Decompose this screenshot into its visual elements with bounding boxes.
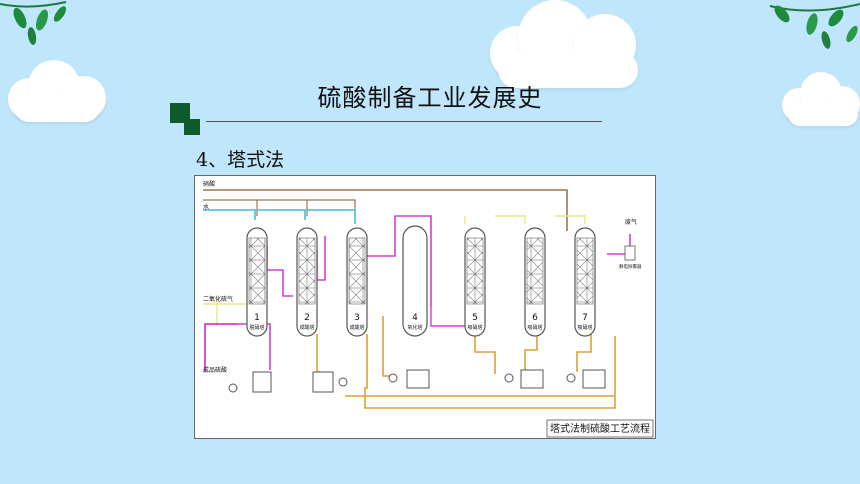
mist-eliminator-label: 静电除雾器 xyxy=(619,263,642,270)
cloud-right-decoration xyxy=(780,70,860,128)
tank-pump-4 xyxy=(504,369,544,389)
slide-title: 硫酸制备工业发展史 xyxy=(317,84,543,112)
nitric-acid-label: 硝酸 xyxy=(203,180,215,188)
caption-box xyxy=(546,419,654,438)
tank-pump-1 xyxy=(228,371,272,393)
tower-5: 5 吸硝塔 xyxy=(464,227,486,337)
leaf-right-icon xyxy=(769,3,860,49)
tower-3: 3 成酸塔 xyxy=(346,227,368,337)
tank-pump-5 xyxy=(566,369,606,389)
tower-5-label: 吸硝塔 xyxy=(467,324,482,331)
tower-1: 1 脱硝塔 xyxy=(246,227,268,337)
tower-4-label: 氧化塔 xyxy=(407,324,422,331)
water-line xyxy=(203,209,356,224)
tower-7-label: 吸硝塔 xyxy=(577,324,592,331)
tower-2-number: 2 xyxy=(304,313,310,323)
tower-7: 7 吸硝塔 xyxy=(574,227,596,337)
cloud-top-decoration xyxy=(488,0,648,92)
cloud-left-decoration xyxy=(0,52,110,124)
tank-pump-3 xyxy=(388,369,430,389)
nitric-acid-line xyxy=(203,189,568,231)
tower-7-number: 7 xyxy=(582,313,588,323)
tower-6-number: 6 xyxy=(532,313,538,323)
process-flow-svg: 1 脱硝塔 2 成酸塔 3 成酸塔 4 氧化塔 xyxy=(203,180,654,438)
tower-4: 4 氧化塔 xyxy=(402,225,428,337)
tower-5-number: 5 xyxy=(472,313,478,323)
tower-6-label: 吸硝塔 xyxy=(527,324,542,331)
accent-square xyxy=(170,103,190,123)
tower-2: 2 成酸塔 xyxy=(296,227,318,337)
leaf-left-icon xyxy=(0,1,67,45)
tower-2-label: 成酸塔 xyxy=(299,324,314,331)
tank-pump-2 xyxy=(312,371,348,393)
accent-square-small xyxy=(184,119,200,135)
tower-3-number: 3 xyxy=(354,313,360,323)
product-acid-line xyxy=(204,323,237,372)
tower-1-number: 1 xyxy=(254,313,260,323)
process-flow-diagram: 1 脱硝塔 2 成酸塔 3 成酸塔 4 氧化塔 xyxy=(194,175,656,439)
tail-gas-label: 废气 xyxy=(625,218,637,226)
tower-1-label: 脱硝塔 xyxy=(249,324,264,331)
tower-4-number: 4 xyxy=(412,313,418,323)
water-label: 水 xyxy=(203,203,209,211)
title-underline xyxy=(206,121,602,122)
tower-3-label: 成酸塔 xyxy=(349,324,364,331)
product-acid-label: 成品硫酸 xyxy=(203,366,227,374)
diagram-caption: 塔式法制硫酸工艺流程 xyxy=(550,422,650,435)
mist-eliminator-icon xyxy=(624,245,636,261)
tower-6: 6 吸硝塔 xyxy=(524,227,546,337)
so2-gas-label: 二氧化硫气 xyxy=(203,295,233,303)
section-subtitle: 4、塔式法 xyxy=(196,149,285,171)
